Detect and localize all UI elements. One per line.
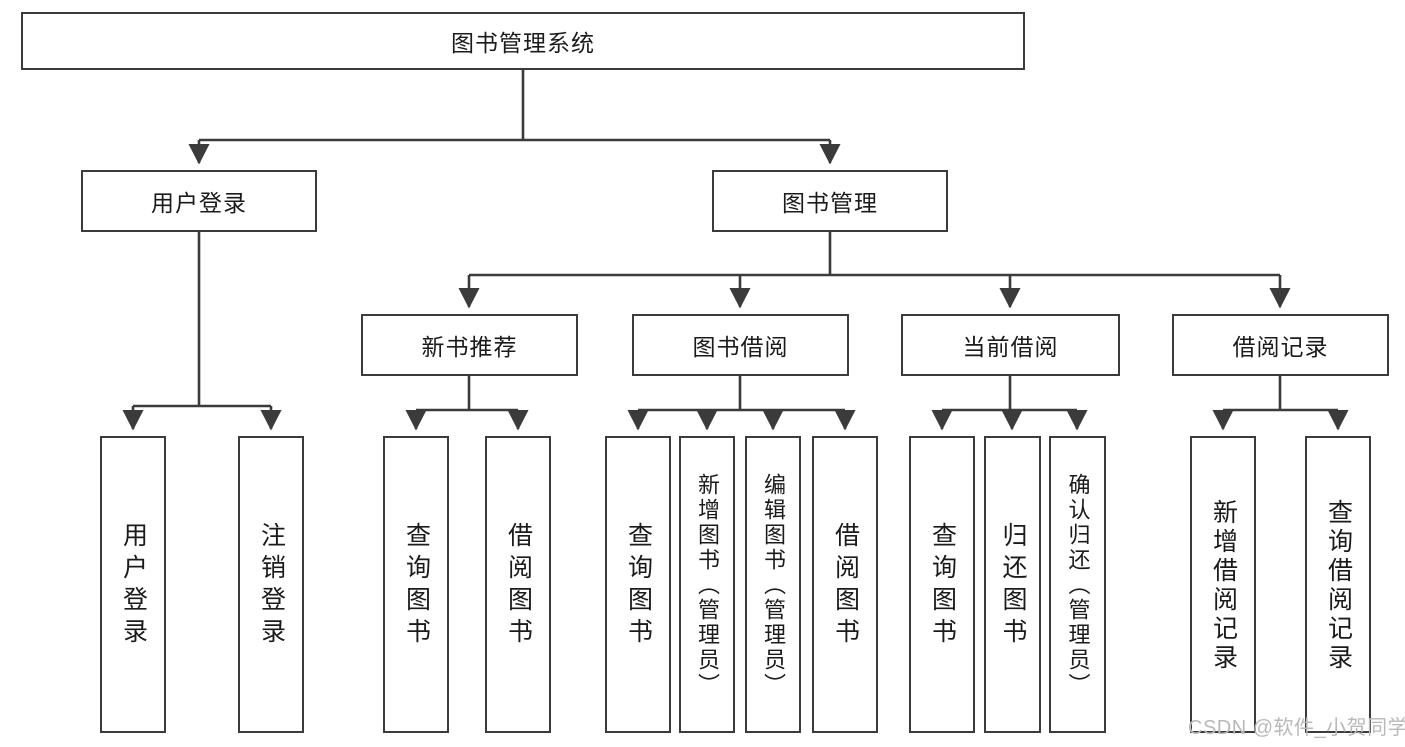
- node-new-book-recommend[interactable]: 新书推荐: [361, 314, 578, 376]
- leaf-add-book-admin[interactable]: 新增图书（管理员）: [679, 436, 735, 733]
- leaf-borrow-book-newbook-label: 借阅图书: [504, 521, 533, 650]
- node-book-management[interactable]: 图书管理: [712, 170, 948, 232]
- leaf-lend-book[interactable]: 借阅图书: [812, 436, 878, 733]
- leaf-query-borrow-record-label: 查询借阅记录: [1324, 498, 1353, 673]
- node-user-login-label: 用户登录: [151, 190, 247, 216]
- node-root-label: 图书管理系统: [451, 30, 595, 56]
- leaf-user-login[interactable]: 用户登录: [100, 436, 166, 733]
- node-borrow-record-label: 借阅记录: [1232, 334, 1329, 360]
- leaf-edit-book-admin-label: 编辑图书（管理员）: [761, 473, 786, 698]
- leaf-lend-book-label: 借阅图书: [831, 521, 860, 650]
- node-current-borrow[interactable]: 当前借阅: [901, 314, 1120, 376]
- leaf-query-book-newbook-label: 查询图书: [402, 521, 431, 650]
- leaf-user-login-label: 用户登录: [119, 521, 148, 650]
- node-book-management-label: 图书管理: [782, 190, 878, 216]
- node-borrow-record[interactable]: 借阅记录: [1172, 314, 1389, 376]
- leaf-add-book-admin-label: 新增图书（管理员）: [695, 473, 720, 698]
- leaf-edit-book-admin[interactable]: 编辑图书（管理员）: [745, 436, 801, 733]
- leaf-logout-label: 注销登录: [257, 521, 286, 650]
- leaf-borrow-book-newbook[interactable]: 借阅图书: [485, 436, 551, 733]
- leaf-query-book-current-label: 查询图书: [928, 521, 957, 650]
- leaf-add-borrow-record[interactable]: 新增借阅记录: [1190, 436, 1256, 733]
- leaf-logout[interactable]: 注销登录: [238, 436, 304, 733]
- leaf-return-book[interactable]: 归还图书: [984, 436, 1041, 733]
- node-new-book-recommend-label: 新书推荐: [421, 334, 518, 360]
- node-user-login[interactable]: 用户登录: [81, 170, 317, 232]
- leaf-query-book-current[interactable]: 查询图书: [909, 436, 975, 733]
- node-book-borrow[interactable]: 图书借阅: [632, 314, 849, 376]
- node-current-borrow-label: 当前借阅: [962, 334, 1059, 360]
- leaf-return-book-label: 归还图书: [999, 521, 1027, 650]
- csdn-watermark: CSDN @软件_小贺同学: [1188, 717, 1405, 739]
- leaf-confirm-return-admin-label: 确认归还（管理员）: [1065, 473, 1091, 698]
- leaf-add-borrow-record-label: 新增借阅记录: [1209, 498, 1238, 673]
- leaf-query-book-borrow[interactable]: 查询图书: [605, 436, 671, 733]
- leaf-query-book-borrow-label: 查询图书: [624, 521, 653, 650]
- leaf-query-book-newbook[interactable]: 查询图书: [383, 436, 449, 733]
- leaf-query-borrow-record[interactable]: 查询借阅记录: [1305, 436, 1371, 733]
- node-book-borrow-label: 图书借阅: [692, 334, 789, 360]
- leaf-confirm-return-admin[interactable]: 确认归还（管理员）: [1049, 436, 1106, 733]
- node-root[interactable]: 图书管理系统: [21, 12, 1025, 70]
